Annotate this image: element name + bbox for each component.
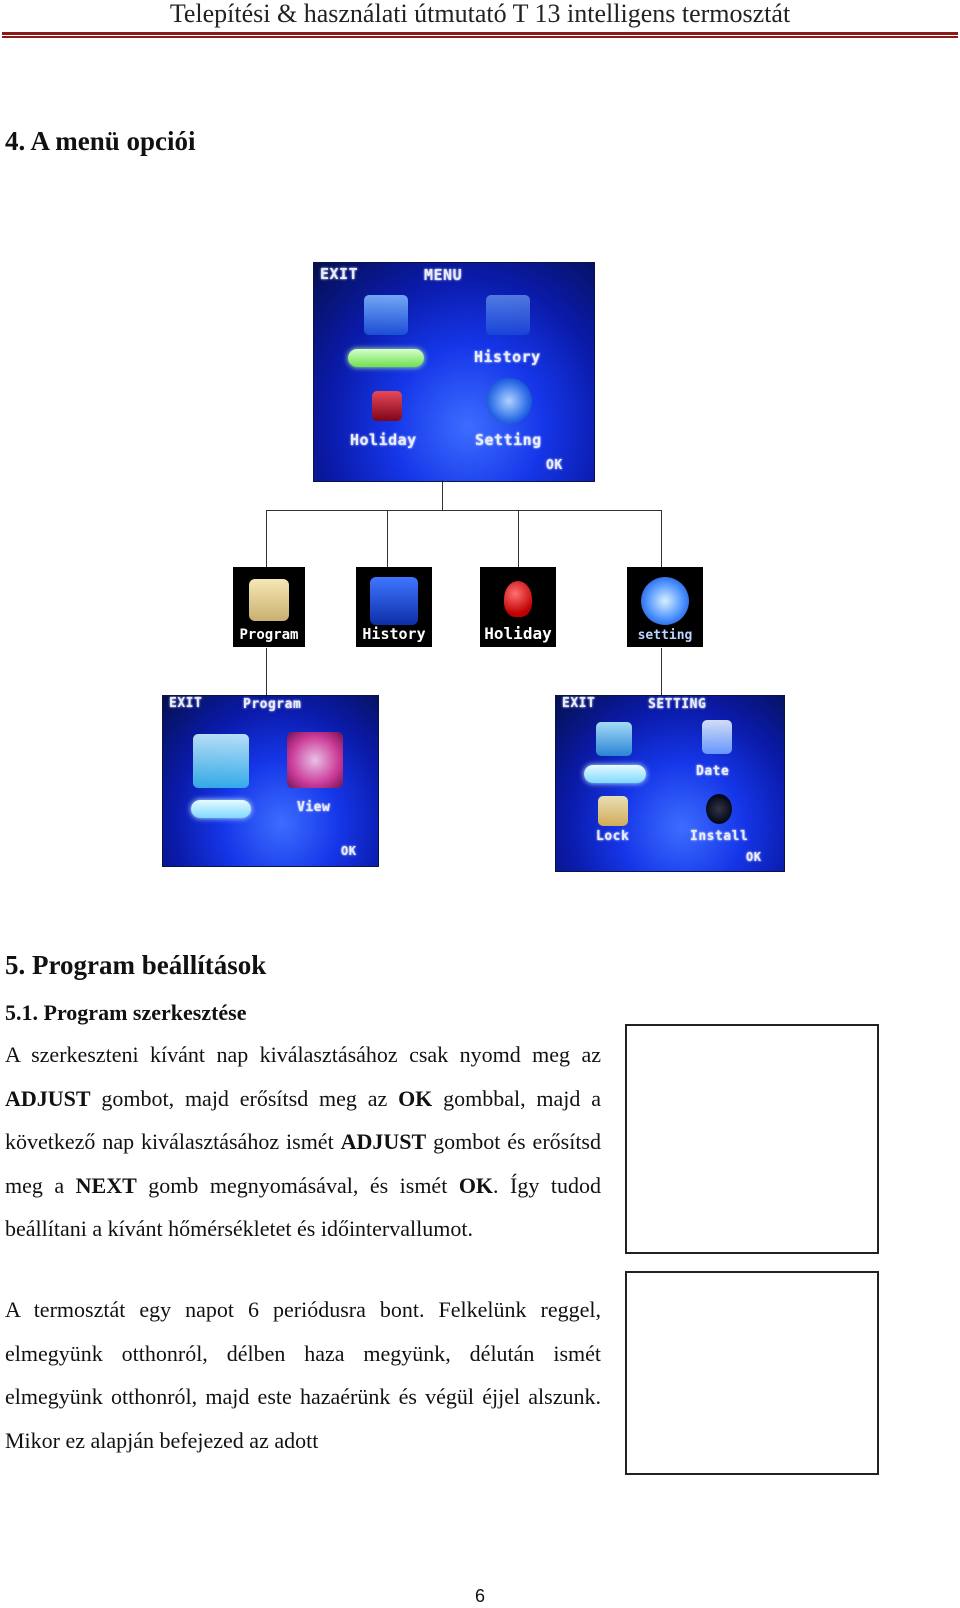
setting-screen-title: SETTING xyxy=(648,697,707,712)
menu-title: MENU xyxy=(424,266,463,284)
p1-text-5: gomb megnyomásával, és ismét xyxy=(136,1172,459,1198)
edit-highlight xyxy=(191,800,251,818)
p1-next: NEXT xyxy=(75,1172,137,1198)
program-highlight xyxy=(348,349,424,367)
setting-tile-icon xyxy=(641,577,689,625)
menu-setting-label: Setting xyxy=(475,431,542,449)
setting-date-label: Date xyxy=(696,764,730,779)
program-tile-icon xyxy=(249,579,289,621)
holiday-menu-icon: Holiday xyxy=(480,567,556,647)
header-rule-bottom xyxy=(2,36,958,38)
setting-ok-label: OK xyxy=(746,850,762,864)
holiday-icon xyxy=(372,391,402,421)
p1-ok-1: OK xyxy=(398,1085,433,1111)
p1-adjust-2: ADJUST xyxy=(340,1129,427,1154)
history-icon-caption: History xyxy=(362,625,426,643)
p1-text-1: A szerkeszteni kívánt nap kiválasztásáho… xyxy=(5,1042,601,1067)
p1-text-6: . Így tudod beállítani a kívánt hőmérsék… xyxy=(5,1172,601,1242)
view-icon xyxy=(287,732,343,788)
section-5-1-heading: 5.1. Program szerkesztése xyxy=(5,1000,247,1025)
paragraph-periods: A termosztát egy napot 6 periódusra bont… xyxy=(5,1297,601,1453)
history-icon xyxy=(486,295,530,335)
program-screen-title: Program xyxy=(243,697,302,712)
install-icon xyxy=(706,794,732,824)
menu-exit-label: EXIT xyxy=(320,265,359,283)
p1-ok-2: OK xyxy=(458,1172,494,1198)
image-frame-top xyxy=(625,1024,879,1254)
tree-trunk xyxy=(442,480,443,510)
section-5-heading: 5. Program beállítások xyxy=(5,950,267,980)
menu-ok-label: OK xyxy=(546,458,563,473)
p1-text-2: gombot, majd erősítsd meg az xyxy=(90,1085,399,1111)
p1-adjust-1: ADJUST xyxy=(5,1085,91,1111)
tree-drop-program-screen xyxy=(266,648,267,696)
lock-icon xyxy=(598,796,628,826)
document-title: Telepítési & használati útmutató T 13 in… xyxy=(169,0,791,28)
setting-screen: EXIT SETTING Date Lock Install OK xyxy=(555,695,785,872)
program-icon xyxy=(364,295,408,335)
tree-drop-program xyxy=(266,510,267,568)
section-4-heading: 4. A menü opciói xyxy=(5,126,196,156)
p1-text-4: gombot és erősítsd meg a xyxy=(5,1129,601,1198)
page-number: 6 xyxy=(474,1586,485,1606)
program-exit-label: EXIT xyxy=(169,696,203,711)
setting-icon-caption: setting xyxy=(637,628,693,643)
temperature-icon xyxy=(596,722,632,756)
program-ok-label: OK xyxy=(341,844,357,858)
holiday-icon-caption: Holiday xyxy=(484,624,552,643)
setting-icon xyxy=(486,378,532,424)
menu-screen: EXIT MENU History Holiday Setting OK xyxy=(313,262,595,482)
setting-install-label: Install xyxy=(690,829,749,844)
tree-drop-holiday xyxy=(518,510,519,568)
setting-exit-label: EXIT xyxy=(562,696,596,711)
header-rule-top xyxy=(2,32,958,35)
program-view-label: View xyxy=(297,800,331,815)
program-menu-icon: Program xyxy=(233,567,305,647)
tree-drop-setting-screen xyxy=(661,648,662,696)
history-tile-icon xyxy=(370,577,418,625)
setting-lock-label: Lock xyxy=(596,829,630,844)
page-header: Telepítési & használati útmutató T 13 in… xyxy=(0,0,960,40)
edit-icon xyxy=(193,734,249,788)
tree-drop-setting xyxy=(661,510,662,568)
holiday-tile-icon xyxy=(504,581,532,617)
program-screen: EXIT Program View OK xyxy=(162,695,379,867)
image-frame-bottom xyxy=(625,1271,879,1475)
tree-drop-history xyxy=(387,510,388,568)
p1-text-3: gombbal, majd a következő nap kiválasztá… xyxy=(5,1085,601,1155)
temperature-highlight xyxy=(584,765,646,783)
paragraph-program-edit: A szerkeszteni kívánt nap kiválasztásáho… xyxy=(5,1033,601,1251)
menu-history-label: History xyxy=(474,348,541,366)
history-menu-icon: History xyxy=(356,567,432,647)
menu-holiday-label: Holiday xyxy=(350,431,417,449)
program-icon-caption: Program xyxy=(239,627,299,643)
tree-branch xyxy=(266,510,662,511)
date-icon xyxy=(702,720,732,754)
setting-menu-icon: setting xyxy=(627,567,703,647)
